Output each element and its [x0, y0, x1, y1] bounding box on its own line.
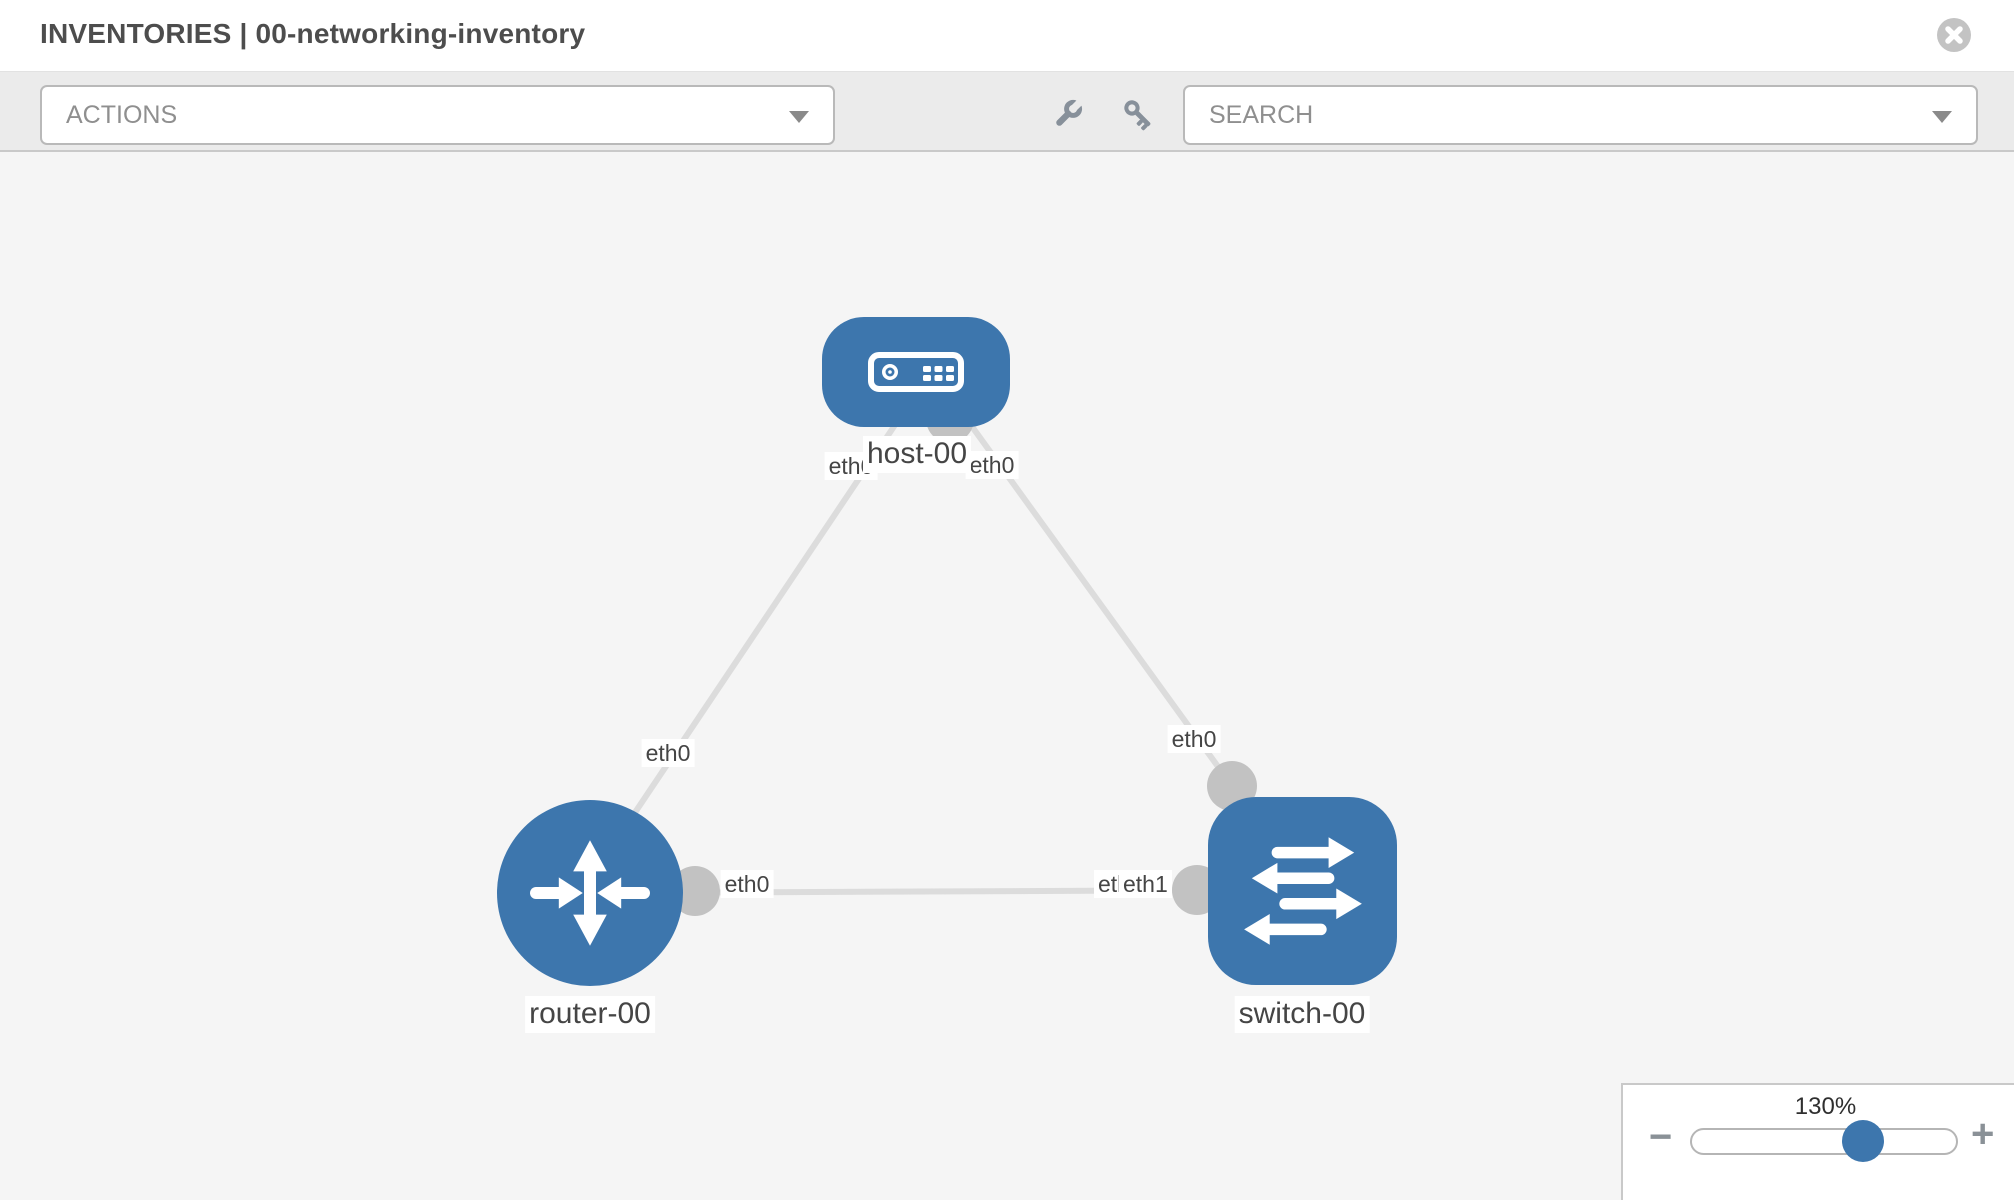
if-label-router-eth0-uplink: eth0	[641, 739, 695, 768]
header-bar: INVENTORIES | 00-networking-inventory	[0, 0, 2014, 72]
actions-dropdown[interactable]: ACTIONS	[40, 85, 835, 145]
node-router-00[interactable]	[497, 800, 683, 986]
toolbar: ACTIONS	[0, 72, 2014, 152]
zoom-slider-track[interactable]	[1690, 1128, 1958, 1155]
if-label-switch-eth0: eth0	[1167, 725, 1221, 754]
node-label-switch-00: switch-00	[1234, 996, 1370, 1033]
wrench-icon[interactable]	[1050, 96, 1086, 132]
close-icon[interactable]	[1936, 17, 1972, 53]
if-label-router-eth0: eth0	[720, 870, 774, 899]
if-label-host-eth0-right: eth0	[965, 451, 1019, 480]
chevron-down-icon	[789, 111, 809, 123]
page-title: INVENTORIES | 00-networking-inventory	[40, 18, 586, 49]
node-host-00[interactable]	[822, 317, 1010, 427]
port-router-eth0[interactable]	[670, 866, 720, 916]
node-label-host-00: host-00	[862, 436, 972, 473]
search-placeholder: SEARCH	[1209, 100, 1314, 129]
zoom-out-button[interactable]: −	[1649, 1115, 1673, 1159]
server-icon	[868, 352, 964, 392]
node-label-router-00: router-00	[525, 996, 655, 1033]
zoom-slider-thumb[interactable]	[1842, 1120, 1884, 1162]
chevron-down-icon	[1932, 111, 1952, 123]
key-icon[interactable]	[1120, 96, 1156, 132]
switch-arrows-icon	[1243, 837, 1362, 945]
topology-canvas[interactable]: eth0 eth0 host-00 eth0 eth0 eth0 eth0 et…	[0, 152, 2014, 1200]
links-layer	[589, 395, 1261, 916]
node-switch-00[interactable]	[1208, 797, 1397, 985]
router-arrows-icon	[530, 840, 650, 946]
actions-dropdown-label: ACTIONS	[66, 100, 178, 129]
zoom-in-button[interactable]: +	[1971, 1112, 1995, 1156]
zoom-level-value: 130%	[1794, 1093, 1857, 1120]
zoom-panel: 130% − +	[1621, 1083, 2014, 1200]
search-dropdown[interactable]: SEARCH	[1183, 85, 1978, 145]
if-label-switch-eth1: eth1	[1119, 870, 1172, 899]
